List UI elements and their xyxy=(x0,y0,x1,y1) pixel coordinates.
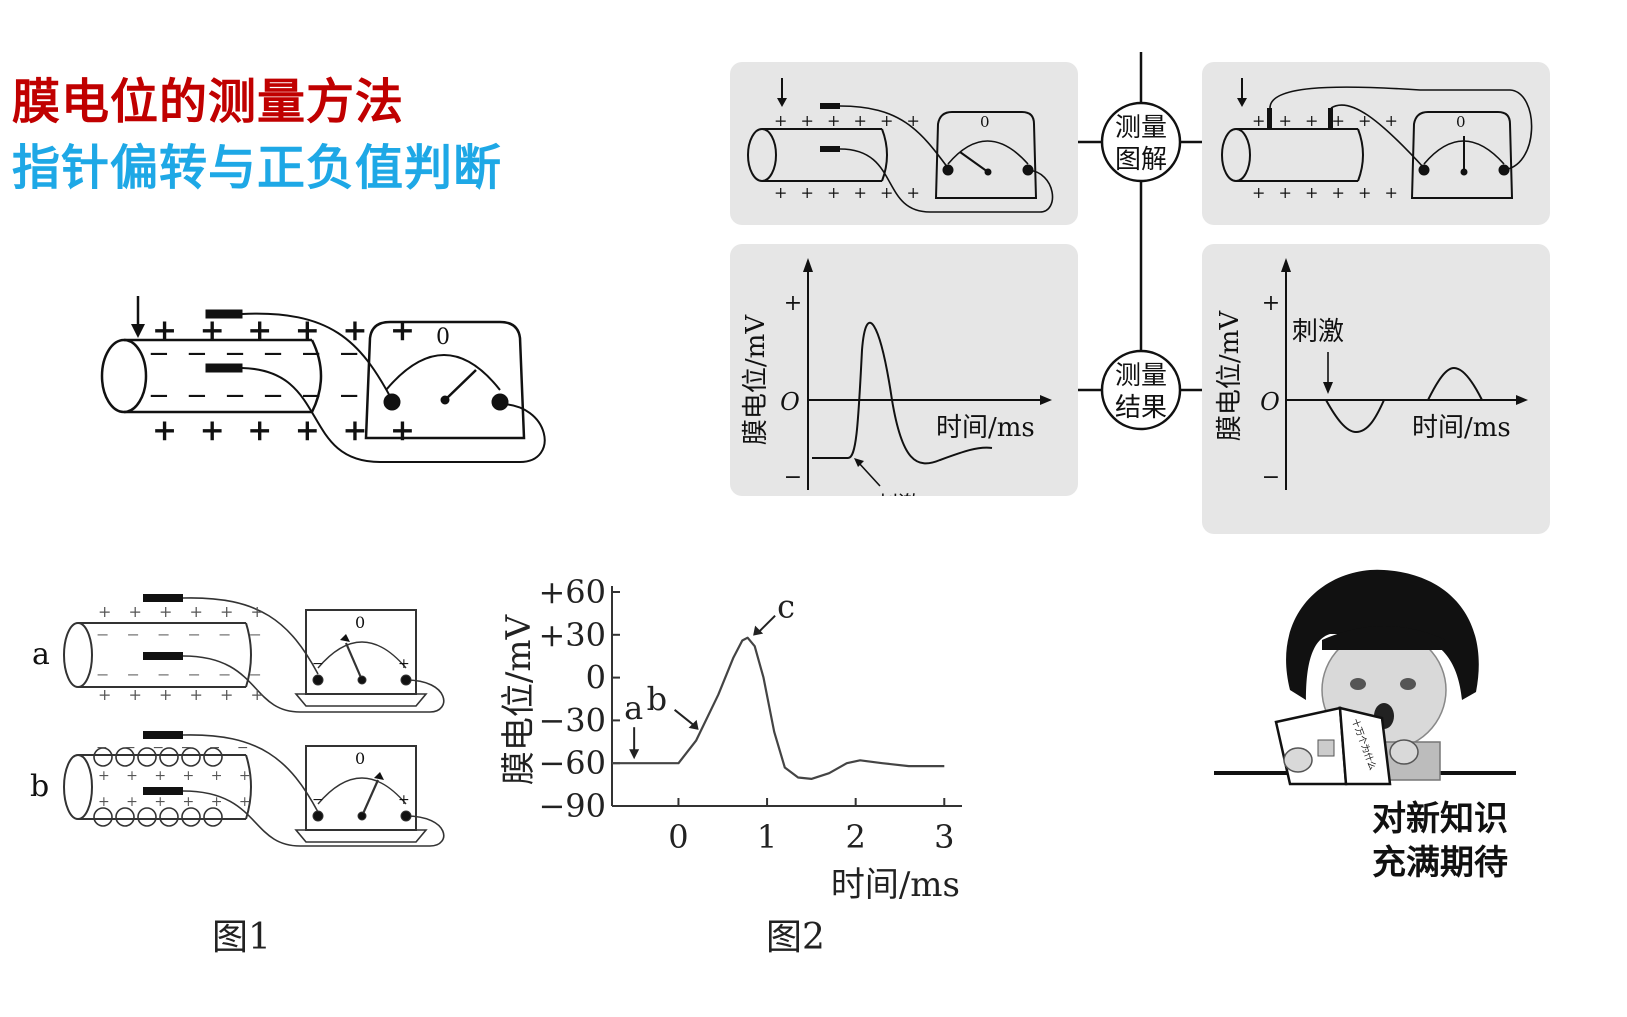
panel-result-1 xyxy=(730,244,1078,496)
membrane-minus-top: − − − − − − xyxy=(148,339,364,369)
page-subtitle: 指针偏转与正负值判断 xyxy=(12,140,503,196)
annotation-b-arrowhead xyxy=(688,719,699,730)
small2-meter-zero: 0 xyxy=(1456,113,1466,131)
fig1b-meter-zero: 0 xyxy=(355,749,365,768)
hub-bottom-line2: 结果 xyxy=(1115,393,1167,423)
x-tick-label: 2 xyxy=(845,818,865,856)
x-tick-label: 1 xyxy=(757,818,777,856)
y-tick-label: +60 xyxy=(538,573,606,611)
figure1-diagram-b xyxy=(63,731,445,847)
annotation-b-arrow xyxy=(673,709,696,727)
axon-end-ellipse xyxy=(100,338,148,414)
small1-meter-zero: 0 xyxy=(980,113,990,131)
result1-xlabel: 时间/ms xyxy=(936,413,1035,443)
result1-minus: − xyxy=(784,465,802,490)
membrane-plus-bottom: + + + + + + xyxy=(152,413,421,448)
fig1a-plus-top: + + + + + + xyxy=(98,602,270,621)
result2-xlabel: 时间/ms xyxy=(1412,413,1511,443)
small-diagram-2 xyxy=(1221,78,1533,199)
panel-result-2 xyxy=(1202,244,1550,534)
result1-stimulus-label: 刺激 xyxy=(876,493,920,518)
book-left-page xyxy=(1274,706,1348,786)
hub-circle-illustration xyxy=(1100,101,1182,183)
y-axis-label: 膜电位/mV xyxy=(499,613,539,785)
figure1-diagram-a xyxy=(63,594,445,713)
annotation-c-arrowhead xyxy=(753,625,764,636)
panel-illustration-1 xyxy=(730,62,1078,225)
hub-top-line2: 图解 xyxy=(1115,145,1167,175)
figure1-caption: 图1 xyxy=(212,917,271,958)
x-tick-label: 0 xyxy=(668,818,688,856)
fig1a-meter-plus: + xyxy=(398,656,410,672)
result2-stimulus-label: 刺激 xyxy=(1292,317,1344,347)
result2-origin: O xyxy=(1260,388,1280,416)
arrowhead-icon xyxy=(131,324,145,338)
y-tick-label: +30 xyxy=(538,616,606,654)
result1-plus: + xyxy=(784,291,802,316)
fig1b-meter-minus: − xyxy=(312,792,324,808)
small-diagram-1 xyxy=(747,78,1054,213)
main-membrane-diagram xyxy=(100,296,546,463)
figure2-caption: 图2 xyxy=(766,917,825,958)
channel-circles-top xyxy=(93,747,223,767)
meter-zero-label: 0 xyxy=(436,325,450,350)
annotation-c-label: c xyxy=(777,588,795,626)
fig1a-meter-zero: 0 xyxy=(355,613,365,632)
fig1a-minus-top: − − − − − − xyxy=(96,625,268,644)
channel-circles-bottom xyxy=(93,807,223,827)
fig1a-minus-bottom: − − − − − − xyxy=(96,665,268,684)
small2-plus-bottom: + + + + + + xyxy=(1252,183,1402,202)
x-tick-label: 3 xyxy=(934,818,954,856)
galvanometer-body xyxy=(364,320,526,440)
fig1b-plus-bottom: + + + + + + xyxy=(98,794,257,810)
meter-needle xyxy=(444,369,477,401)
small1-plus-bottom: + + + + + + xyxy=(774,183,924,202)
result2-minus: − xyxy=(1262,465,1280,490)
result2-plus: + xyxy=(1262,291,1280,316)
hub-circle-result xyxy=(1100,349,1182,431)
annotation-b-label: b xyxy=(647,680,667,718)
fig1a-plus-bottom: + + + + + + xyxy=(98,685,270,704)
fig1b-minus-top: − − − − − − xyxy=(96,740,255,756)
result-chart-1 xyxy=(803,258,1052,490)
small2-plus-top: + + + + + + xyxy=(1252,111,1402,130)
membrane-potential-line xyxy=(612,636,945,780)
hair-shape xyxy=(1286,569,1479,700)
fig1a-meter-minus: − xyxy=(312,656,324,672)
fig1-label-a: a xyxy=(32,637,50,672)
y-tick-label: 0 xyxy=(586,659,606,697)
meme-caption-line2: 充满期待 xyxy=(1372,843,1508,883)
action-potential-curve xyxy=(812,321,993,465)
biphasic-curve xyxy=(1286,366,1483,434)
result-chart-2 xyxy=(1281,258,1528,490)
annotation-a-arrowhead xyxy=(629,749,640,760)
result1-origin: O xyxy=(780,388,800,416)
x-axis-label: 时间/ms xyxy=(831,865,960,905)
annotation-a-label: a xyxy=(624,689,643,727)
result1-ylabel: 膜电位/mV xyxy=(741,314,771,445)
fig1b-plus-top: + + + + + + xyxy=(98,768,257,784)
meter-a-needle xyxy=(344,642,364,681)
hub-top-line1: 测量 xyxy=(1115,113,1167,143)
fig1b-meter-plus: + xyxy=(398,792,410,808)
membrane-plus-top: + + + + + + xyxy=(152,313,421,348)
y-tick-label: −90 xyxy=(538,787,606,825)
membrane-minus-bottom: − − − − − − xyxy=(148,381,364,411)
small1-plus-top: + + + + + + xyxy=(774,111,924,130)
result2-ylabel: 膜电位/mV xyxy=(1215,310,1245,441)
hub-bottom-line1: 测量 xyxy=(1115,361,1167,391)
meter-b-needle xyxy=(360,779,380,817)
y-tick-label: −30 xyxy=(538,701,606,739)
panel-illustration-2 xyxy=(1202,62,1550,225)
page-title: 膜电位的测量方法 xyxy=(12,74,405,130)
book-right-page xyxy=(1338,706,1392,786)
y-tick-label: −60 xyxy=(538,744,606,782)
meme-illustration xyxy=(1214,569,1516,786)
fig1-label-b: b xyxy=(30,769,49,804)
meme-caption-line1: 对新知识 xyxy=(1372,799,1508,839)
panel-connector-lines xyxy=(1078,52,1202,392)
